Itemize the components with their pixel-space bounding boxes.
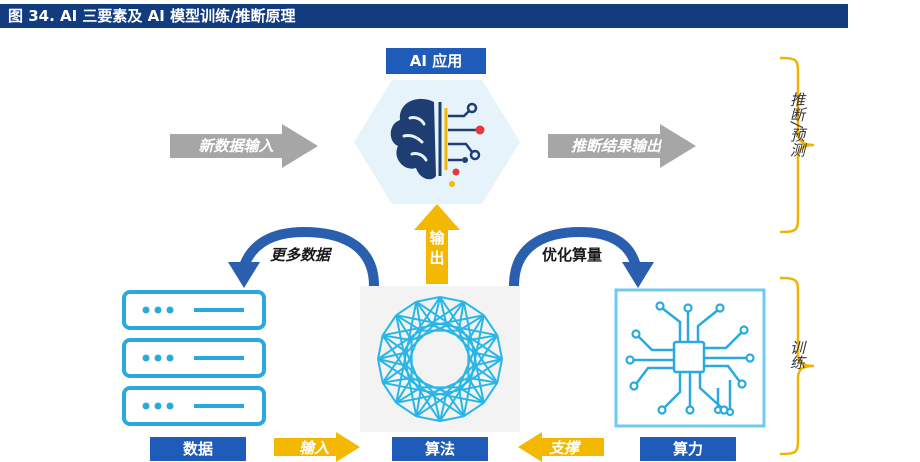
train-brace: [779, 276, 815, 456]
new-data-arrow: [170, 124, 318, 168]
more-data-curve: [228, 226, 379, 288]
compute-label: 算力: [640, 437, 736, 461]
brain-panel: [354, 80, 520, 204]
server-stack-icon: [122, 290, 266, 426]
figure-title: 图 34. AI 三要素及 AI 模型训练/推断原理: [8, 7, 296, 25]
infer-predict-text: 推断/预测: [788, 92, 806, 158]
input-arrow: [274, 432, 360, 462]
title-band: [0, 4, 848, 28]
infer-output-arrow: [548, 124, 696, 168]
output-label: 输出: [429, 229, 445, 267]
infer-output-label: 推断结果输出: [570, 137, 661, 155]
chip-icon: [614, 288, 766, 428]
output-up-arrow: [414, 204, 460, 284]
ai-app-label: AI 应用: [386, 48, 486, 74]
title-bar: 图 34. AI 三要素及 AI 模型训练/推断原理: [0, 0, 920, 30]
infer-brace: [779, 56, 815, 234]
data-label: 数据: [150, 437, 246, 461]
support-label: 支撑: [548, 439, 579, 457]
brain-icon: [390, 98, 485, 187]
optimize-compute-label: 优化算量: [542, 246, 603, 264]
optimize-compute-curve: [509, 226, 654, 288]
more-data-label: 更多数据: [270, 246, 331, 264]
algorithm-label: 算法: [392, 437, 488, 461]
network-sphere-icon: [360, 286, 520, 432]
new-data-input-label: 新数据输入: [198, 137, 274, 155]
infer-predict-label: 推断/预测: [785, 92, 806, 164]
train-text: 训练: [788, 340, 806, 370]
input-label: 输入: [298, 439, 329, 457]
support-arrow: [518, 432, 604, 462]
output-vertical-label: 输出: [427, 228, 447, 268]
train-label: 训练: [785, 340, 806, 377]
